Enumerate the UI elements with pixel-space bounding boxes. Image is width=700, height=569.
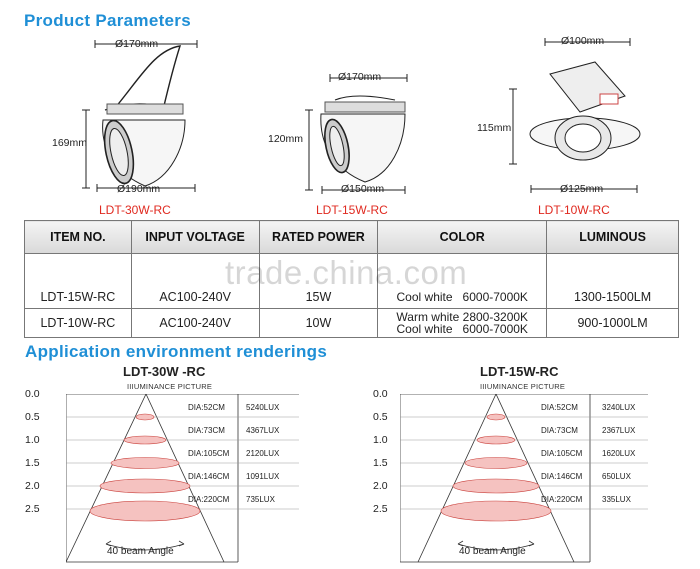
- ldt-30w-model-label: LDT-30W-RC: [99, 203, 171, 217]
- dia-value: DIA:105CM: [188, 449, 230, 458]
- ldt-10w-height-dim: 115mm: [477, 122, 512, 134]
- lux-value: 2367LUX: [602, 426, 636, 435]
- ldt-10w-bottom-dim: Ø125mm: [560, 183, 604, 195]
- ldt-10w-model-label: LDT-10W-RC: [538, 203, 610, 217]
- distance-label: 1.5: [373, 457, 388, 469]
- cone-title: LDT-30W -RC: [123, 364, 206, 379]
- dia-value: DIA:73CM: [188, 426, 225, 435]
- light-spot: [476, 435, 516, 445]
- spec-table: ITEM NO. INPUT VOLTAGE RATED POWER COLOR…: [24, 220, 679, 338]
- distance-label: 2.0: [25, 480, 40, 492]
- ldt-30w-top-dim: Ø170mm: [115, 38, 159, 50]
- ldt-15w-rc-drawing: [305, 74, 408, 194]
- light-spot: [110, 457, 180, 469]
- cone-subtitle: IIIUMINANCE PICTURE: [480, 382, 566, 391]
- dia-value: DIA:52CM: [188, 403, 225, 412]
- dia-value: DIA:105CM: [541, 449, 583, 458]
- beam-angle-label: 40 beam Angle: [459, 546, 526, 557]
- ldt-15w-bottom-dim: Ø150mm: [341, 183, 385, 195]
- ldt-30w-height-dim: 169mm: [52, 137, 88, 149]
- lux-value: 3240LUX: [602, 403, 636, 412]
- header-rated-power: RATED POWER: [258, 220, 379, 254]
- ldt-30w-bottom-dim: Ø190mm: [117, 183, 161, 195]
- row-luminous: 900-1000LM: [546, 308, 679, 338]
- distance-label: 0.0: [373, 388, 388, 400]
- row-voltage: AC100-240V: [130, 286, 260, 309]
- dia-value: DIA:73CM: [541, 426, 578, 435]
- distance-label: 1.5: [25, 457, 40, 469]
- light-spot: [440, 500, 552, 522]
- light-spot: [464, 457, 528, 469]
- lux-value: 335LUX: [602, 495, 631, 504]
- light-spot: [89, 500, 201, 522]
- lux-value: 2120LUX: [246, 449, 280, 458]
- light-spot: [135, 413, 155, 421]
- distance-label: 2.0: [373, 480, 388, 492]
- row-power: 10W: [258, 308, 379, 338]
- lux-value: 1091LUX: [246, 472, 280, 481]
- lux-value: 5240LUX: [246, 403, 280, 412]
- ldt-15w-height-dim: 120mm: [268, 133, 304, 145]
- lux-value: 4367LUX: [246, 426, 280, 435]
- ldt-10w-rc-drawing: [509, 38, 641, 193]
- cone-subtitle: IIIUMINANCE PICTURE: [127, 382, 213, 391]
- ldt-30w-rc-drawing: [82, 40, 198, 192]
- application-title: Application environment renderings: [25, 342, 328, 361]
- light-spot: [486, 413, 506, 421]
- cone-panel-15w: LDT-15W-RC IIIUMINANCE PICTURE 0.: [355, 362, 700, 569]
- distance-label: 0.5: [373, 411, 388, 423]
- table-row-blank: [24, 253, 679, 286]
- row-color-line-2: Cool white 6000-7000K: [396, 290, 528, 304]
- distance-label: 2.5: [373, 503, 388, 515]
- row-color: Cool white 6000-7000K: [377, 286, 548, 309]
- dia-value: DIA:220CM: [188, 495, 230, 504]
- lux-value: 735LUX: [246, 495, 275, 504]
- light-spot: [452, 478, 540, 494]
- lux-value: 1620LUX: [602, 449, 636, 458]
- header-item-no: ITEM NO.: [24, 220, 132, 254]
- dia-value: DIA:146CM: [541, 472, 583, 481]
- distance-label: 0.0: [25, 388, 40, 400]
- distance-label: 0.5: [25, 411, 40, 423]
- row-luminous: 1300-1500LM: [546, 286, 679, 309]
- dia-value: DIA:146CM: [188, 472, 230, 481]
- row-item: LDT-10W-RC: [24, 308, 132, 338]
- watermark: trade.china.com: [225, 254, 468, 291]
- ldt-10w-top-dim: Ø100mm: [561, 35, 605, 47]
- beam-angle-label: 40 beam Angle: [107, 546, 174, 557]
- cone-title: LDT-15W-RC: [480, 364, 559, 379]
- illuminance-cone-diagram: [400, 394, 648, 563]
- table-header-row: ITEM NO. INPUT VOLTAGE RATED POWER COLOR…: [24, 220, 679, 254]
- cone-panel-30w: LDT-30W -RC IIIUMINANCE PICTURE 0: [0, 362, 340, 569]
- distance-label: 1.0: [25, 434, 40, 446]
- header-color: COLOR: [377, 220, 548, 254]
- light-spot: [123, 435, 167, 445]
- lux-value: 650LUX: [602, 472, 631, 481]
- ldt-15w-model-label: LDT-15W-RC: [316, 203, 388, 217]
- header-luminous: LUMINOUS: [546, 220, 679, 254]
- product-parameters-title: Product Parameters: [24, 11, 191, 30]
- distance-label: 1.0: [373, 434, 388, 446]
- header-input-voltage: INPUT VOLTAGE: [130, 220, 260, 254]
- row-color: Warm white 2800-3200K Cool white 6000-70…: [377, 308, 548, 338]
- dia-value: DIA:52CM: [541, 403, 578, 412]
- light-spot: [99, 478, 191, 494]
- table-row: LDT-15W-RC AC100-240V 15W Cool white 600…: [24, 286, 679, 309]
- distance-label: 2.5: [25, 503, 40, 515]
- row-color-line-2: Cool white 6000-7000K: [396, 322, 528, 336]
- illuminance-cone-diagram: [66, 394, 299, 563]
- dia-value: DIA:220CM: [541, 495, 583, 504]
- row-item: LDT-15W-RC: [24, 286, 132, 309]
- ldt-15w-top-dim: Ø170mm: [338, 71, 382, 83]
- row-color-line-1: Warm white 2800-3200K: [396, 310, 529, 324]
- table-row: LDT-10W-RC AC100-240V 10W Warm white 280…: [24, 308, 679, 338]
- row-voltage: AC100-240V: [130, 308, 260, 338]
